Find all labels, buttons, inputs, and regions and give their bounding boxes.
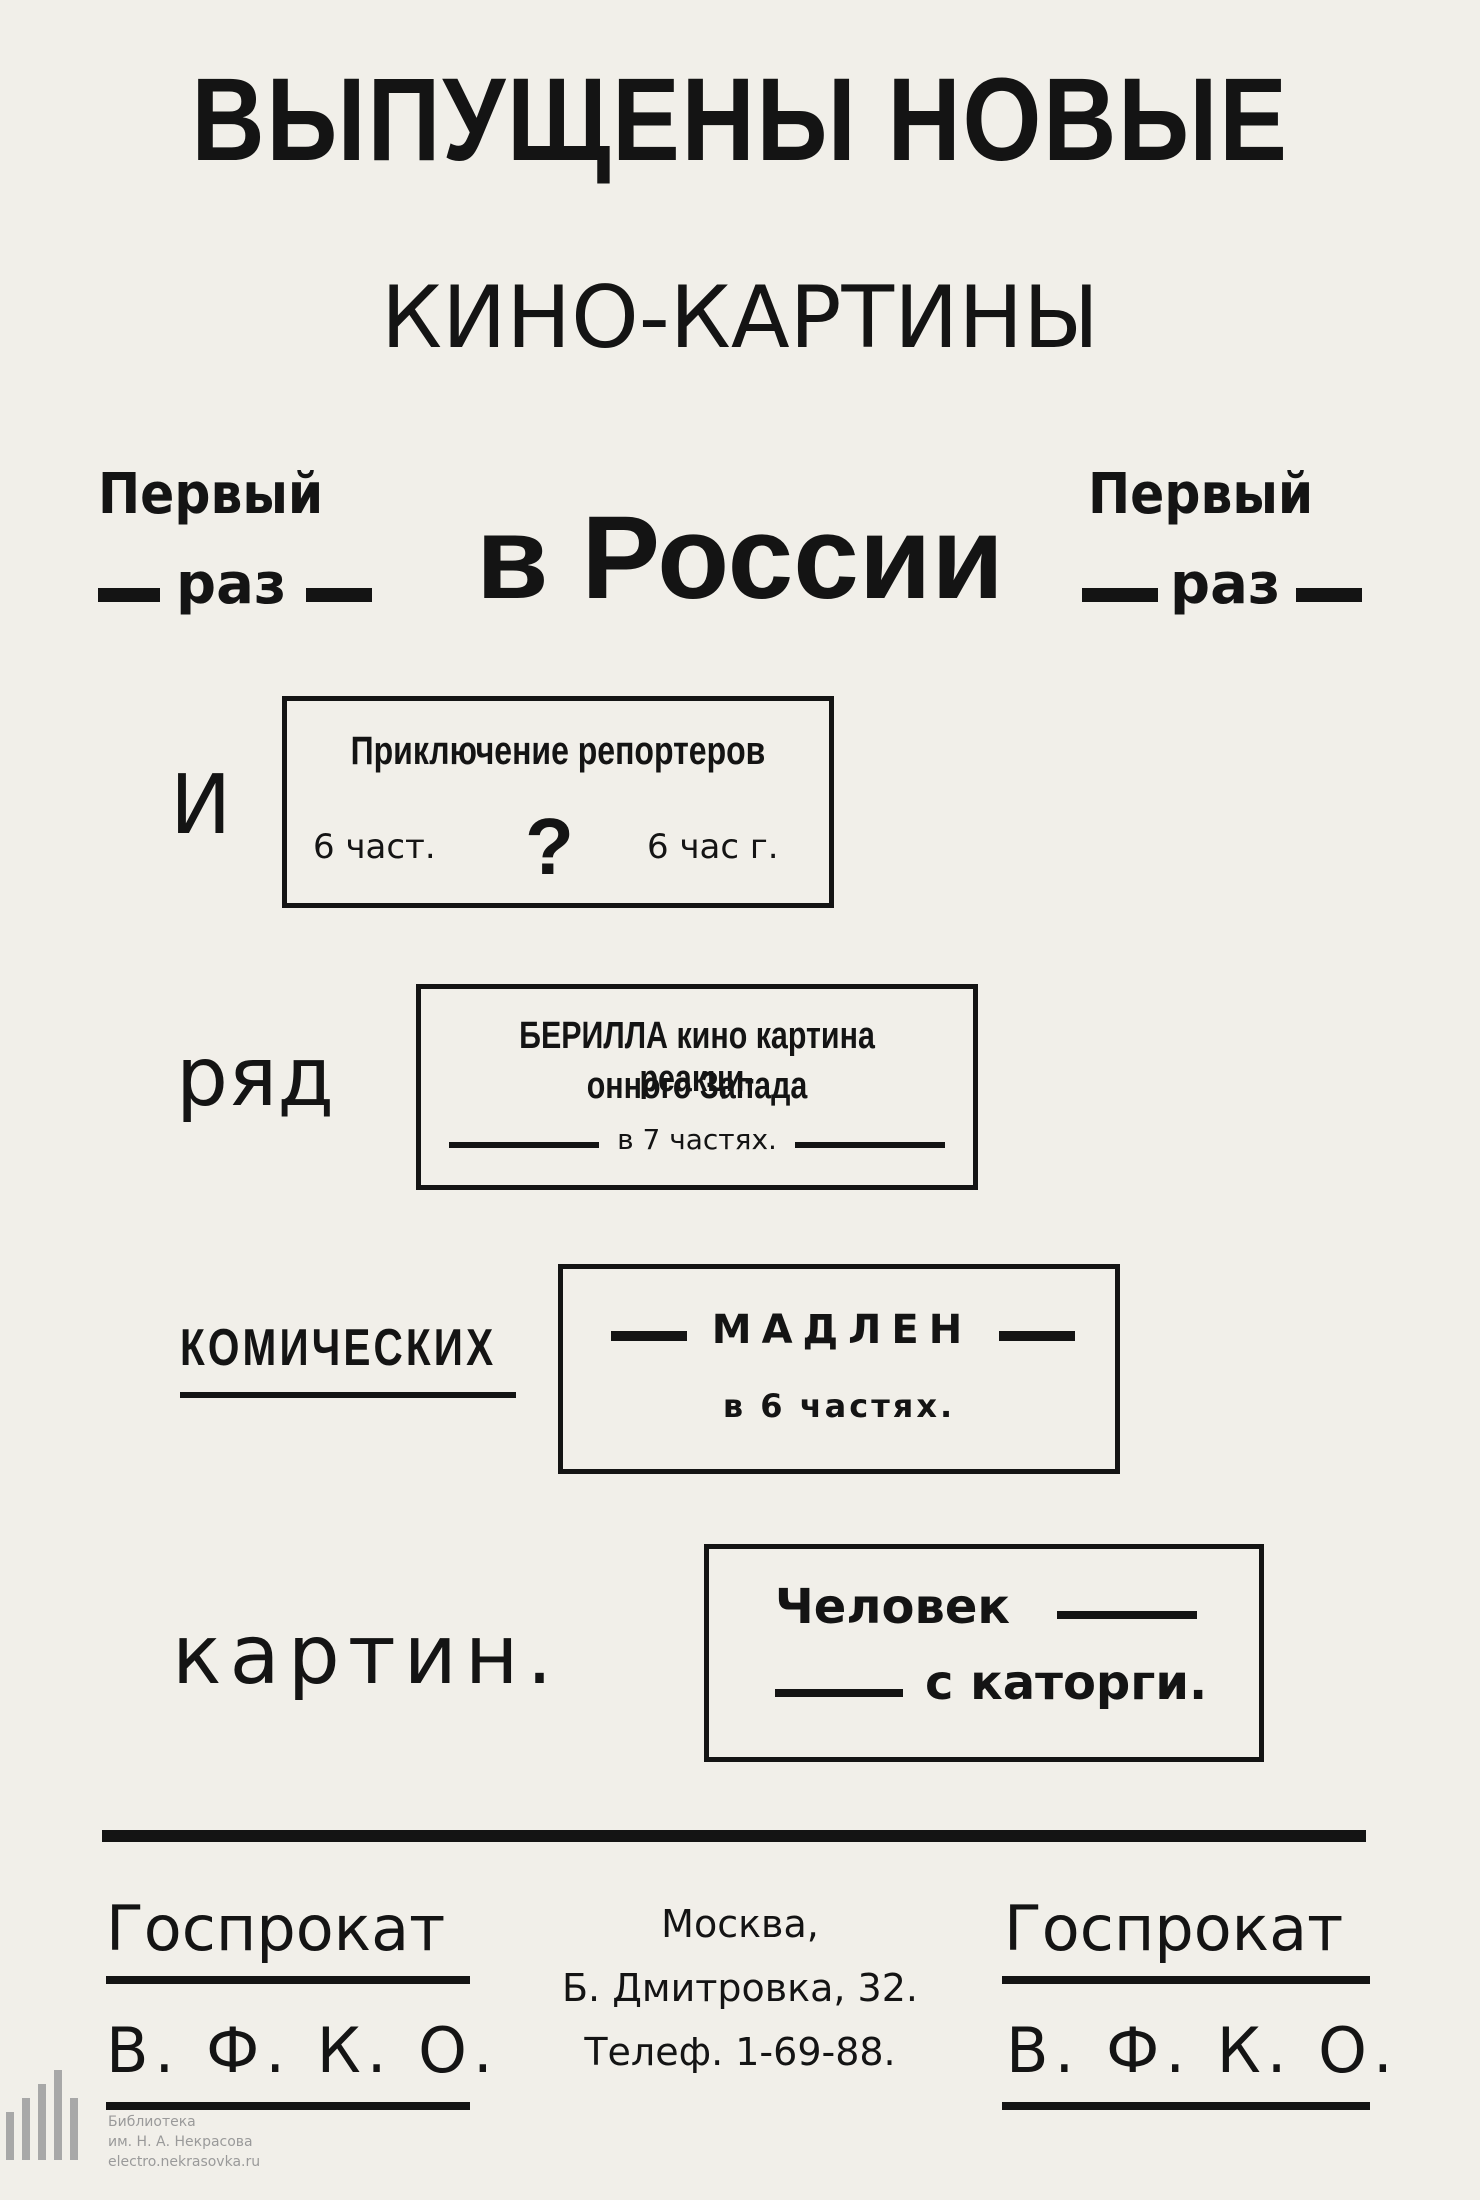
watermark-line3: electro.nekrasovka.ru (108, 2154, 261, 2170)
footer-divider (102, 1830, 1366, 1842)
footer-right-rule2 (1002, 2102, 1370, 2110)
film-title-reporters: Приключение репортеров (350, 729, 766, 773)
rule-left (449, 1142, 599, 1148)
footer-right-org: Госпрокат (1004, 1892, 1344, 1965)
watermark-text: Библиотека им. Н. А. Некрасова electro.n… (108, 2112, 260, 2172)
address-line3: Телеф. 1-69-88. (584, 2030, 896, 2074)
watermark-line2: им. Н. А. Некрасова (108, 2134, 253, 2150)
parts-right: 6 час г. (647, 827, 779, 867)
left-flag-line1: Первый (98, 462, 324, 527)
footer-right-rule1 (1002, 1976, 1370, 1984)
parts-berilla: в 7 частях. (617, 1123, 777, 1156)
footer-left-org: Госпрокат (106, 1892, 446, 1965)
parts-left: 6 част. (313, 827, 436, 867)
right-flag-dash-left (1082, 588, 1158, 602)
headline: ВЫПУЩЕНЫ НОВЫЕ (191, 54, 1289, 186)
right-flag-line2: раз (1170, 552, 1281, 617)
dash-katorgi (775, 1689, 903, 1697)
left-flag-line2: раз (176, 552, 287, 617)
left-flag-dash-left (98, 588, 160, 602)
subheadline: КИНО-КАРТИНЫ (381, 268, 1099, 368)
film-box-madlen: МАДЛЕН в 6 частях. (558, 1264, 1120, 1474)
watermark-line1: Библиотека (108, 2114, 196, 2130)
dash-left-madlen (611, 1331, 687, 1341)
row1-side-word: И (170, 758, 232, 853)
footer-left-abbr: В. Ф. К. О. (106, 2014, 499, 2087)
left-flag-dash-right (306, 588, 372, 602)
library-logo-icon (6, 2060, 96, 2160)
film-title-chelovek-line2: с каторги. (925, 1655, 1208, 1711)
parts-madlen: в 6 частях. (722, 1387, 956, 1425)
right-flag-line1: Первый (1088, 462, 1314, 527)
underline-komich (180, 1392, 516, 1398)
row4-side-word: картин. (172, 1608, 561, 1703)
film-box-chelovek: Человек с каторги. (704, 1544, 1264, 1762)
question-mark: ? (525, 802, 574, 891)
film-title-madlen: МАДЛЕН (711, 1307, 973, 1353)
right-flag-dash-right (1296, 588, 1362, 602)
center-title: в России (476, 492, 1004, 624)
address-line1: Москва, (661, 1902, 819, 1946)
film-title-chelovek-line1: Человек (775, 1579, 1010, 1635)
footer-right-abbr: В. Ф. К. О. (1006, 2014, 1399, 2087)
rule-right (795, 1142, 945, 1148)
film-box-reporters: Приключение репортеров 6 част. ? 6 час г… (282, 696, 834, 908)
film-box-berilla: БЕРИЛЛА кино картина реакци- онного Запа… (416, 984, 978, 1190)
address-line2: Б. Дмитровка, 32. (561, 1966, 918, 2010)
row2-side-word: ряд (176, 1030, 335, 1125)
footer-left-rule1 (106, 1976, 470, 1984)
film-title-berilla-line2: онного Запада (586, 1065, 808, 1107)
film-title-berilla-line1: БЕРИЛЛА кино картина реакци- (519, 1015, 875, 1100)
dash-chelovek (1057, 1611, 1197, 1619)
footer-left-rule2 (106, 2102, 470, 2110)
row3-side-word: КОМИЧЕСКИХ (180, 1319, 497, 1377)
dash-right-madlen (999, 1331, 1075, 1341)
